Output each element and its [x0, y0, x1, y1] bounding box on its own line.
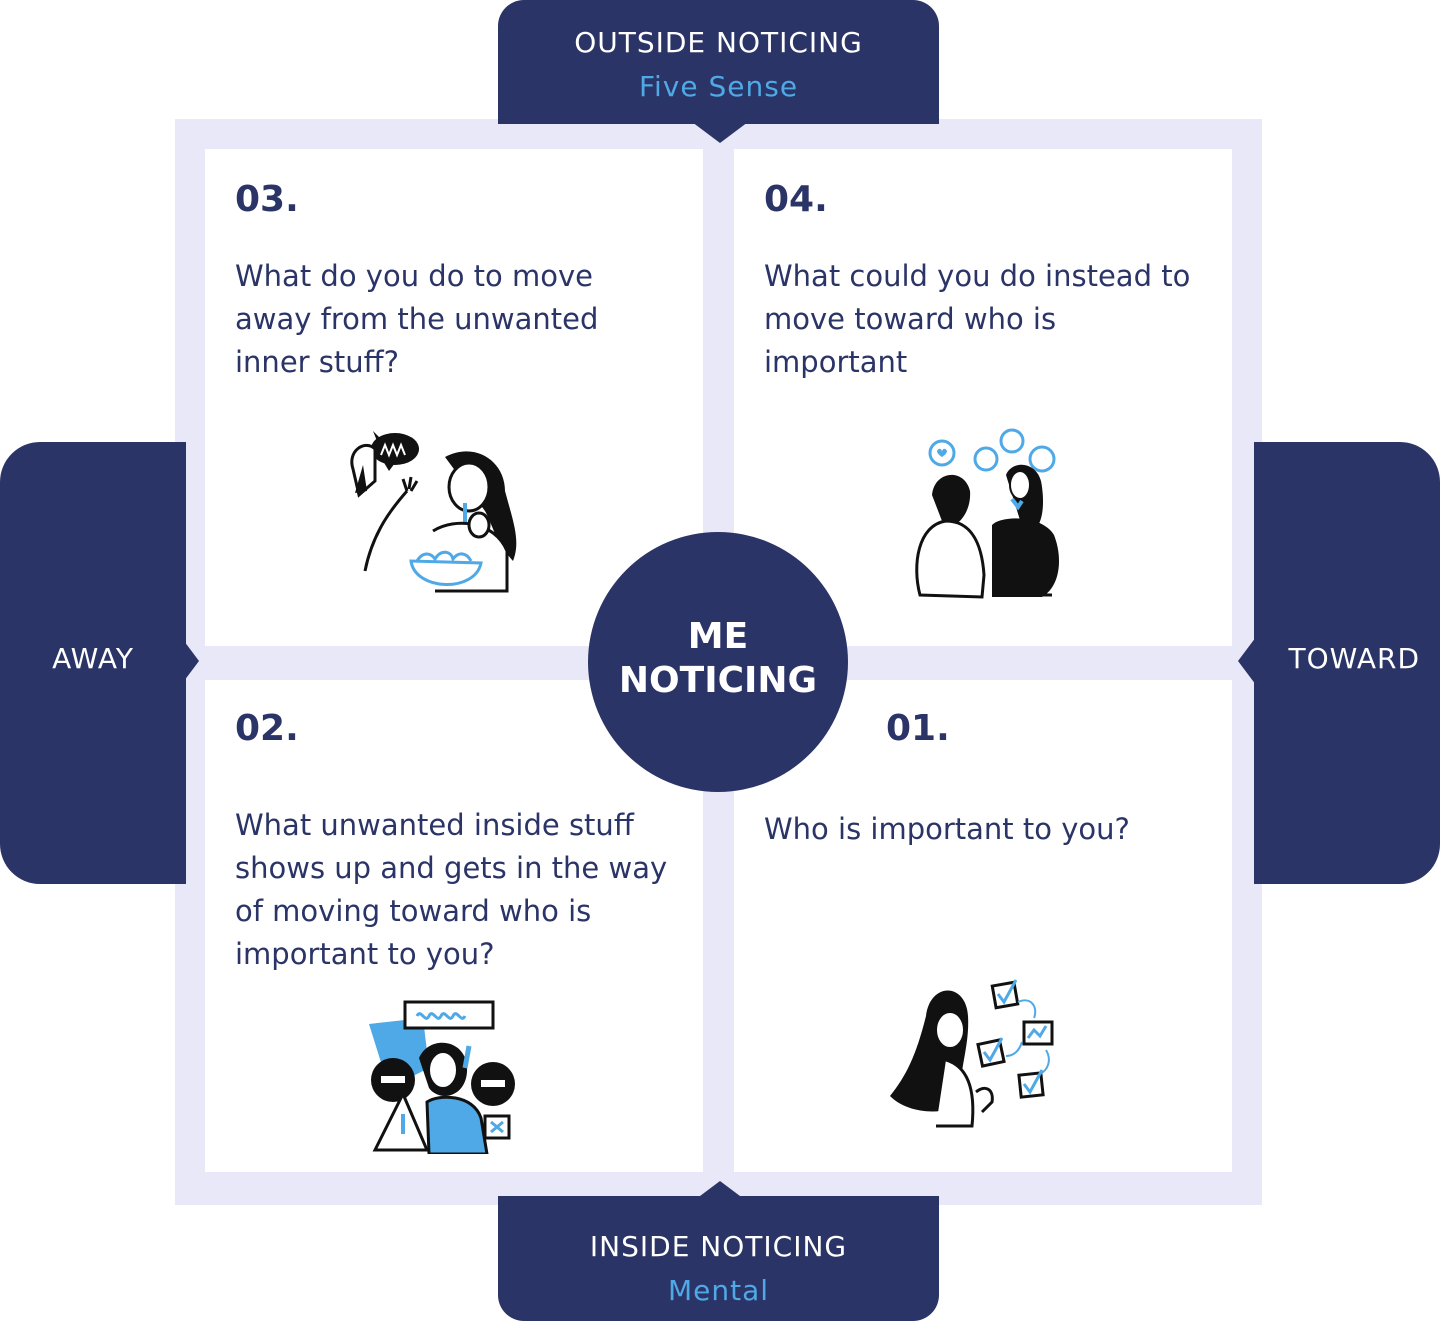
card-number: 03.	[235, 179, 299, 220]
inside-noticing-subtitle: Mental	[667, 1274, 770, 1307]
arrow-left-icon	[1238, 629, 1262, 693]
card-04: 04. What could you do instead to move to…	[734, 149, 1232, 646]
center-label-line2: NOTICING	[618, 660, 818, 701]
card-question: What could you do instead to move toward…	[764, 259, 1191, 379]
card-01: 01. Who is important to you?	[734, 680, 1232, 1172]
arrow-down-icon	[688, 119, 752, 143]
away-label: AWAY	[52, 642, 134, 675]
toward-tab: TOWARD	[1254, 442, 1440, 884]
card-question: What do you do to move away from the unw…	[235, 259, 599, 379]
card-02: 02. What unwanted inside stuff shows up …	[205, 680, 703, 1172]
card-question: What unwanted inside stuff shows up and …	[235, 808, 668, 971]
card-03: 03. What do you do to move away from the…	[205, 149, 703, 646]
woman-eating-illustration	[350, 431, 517, 593]
outside-noticing-title: OUTSIDE NOTICING	[574, 26, 863, 59]
overwhelmed-person-illustration	[369, 1000, 515, 1154]
friends-talking-illustration	[915, 428, 1059, 599]
outside-noticing-subtitle: Five Sense	[638, 70, 799, 103]
arrow-right-icon	[175, 629, 199, 693]
inside-noticing-title: INSIDE NOTICING	[589, 1230, 848, 1263]
card-number: 04.	[764, 179, 828, 220]
me-noticing-circle: ME NOTICING	[588, 532, 848, 792]
arrow-up-icon	[688, 1181, 752, 1205]
card-number: 01.	[886, 708, 950, 749]
toward-label: TOWARD	[1288, 642, 1420, 675]
card-question: Who is important to you?	[764, 812, 1130, 846]
card-number: 02.	[235, 708, 299, 749]
inside-noticing-tab: INSIDE NOTICING Mental	[498, 1196, 939, 1321]
outside-noticing-tab: OUTSIDE NOTICING Five Sense	[498, 0, 939, 124]
away-tab: AWAY	[0, 442, 186, 884]
woman-checklist-illustration	[890, 979, 1054, 1128]
center-label-line1: ME	[687, 616, 749, 657]
